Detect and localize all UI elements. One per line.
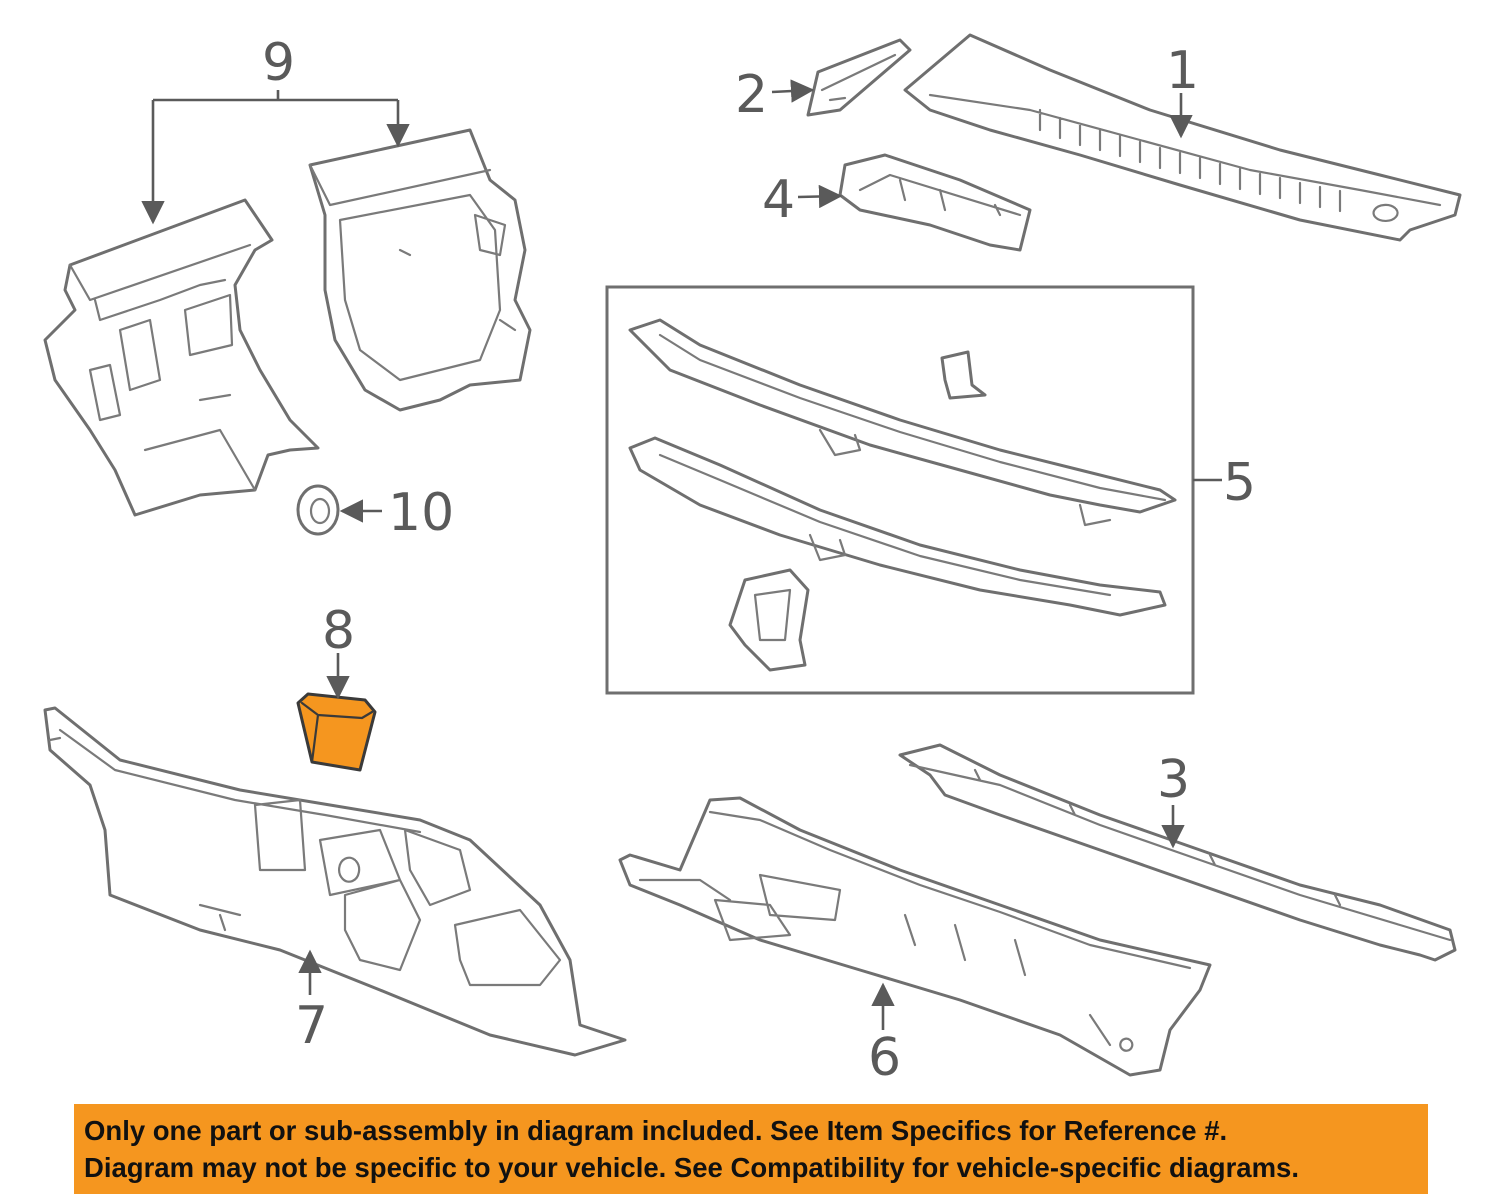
part-5-upper-bar (628, 318, 1177, 527)
part-2-bracket (806, 38, 912, 117)
part-10-grommet (296, 484, 340, 536)
callout-3: 3 (1157, 750, 1190, 810)
disclaimer-banner: Only one part or sub-assembly in diagram… (74, 1104, 1428, 1194)
leader-lines (141, 79, 1222, 1030)
part-5-small-bracket (940, 350, 987, 400)
part-8-highlighted (296, 692, 377, 772)
part-3-seal (898, 743, 1457, 962)
callout-9: 9 (262, 33, 295, 93)
part-5-lower-bar (628, 436, 1167, 617)
part-5-group-box (605, 285, 1195, 695)
disclaimer-line-2: Diagram may not be specific to your vehi… (84, 1152, 1299, 1183)
disclaimer-line-1: Only one part or sub-assembly in diagram… (84, 1115, 1228, 1146)
part-8-body (296, 692, 377, 772)
callout-8: 8 (322, 601, 355, 661)
callout-10: 10 (388, 483, 454, 543)
part-4-bracket (838, 153, 1032, 252)
part-5-brace (728, 568, 810, 672)
part-6-plenum (618, 796, 1212, 1077)
callout-2: 2 (735, 65, 768, 125)
part-9-left-panel (43, 198, 320, 517)
callout-6: 6 (868, 1028, 901, 1088)
callout-7: 7 (295, 996, 328, 1056)
callout-1: 1 (1166, 41, 1199, 101)
part-7-dash-panel (43, 706, 627, 1057)
callout-5: 5 (1223, 453, 1256, 513)
part-9-right-panel (308, 128, 532, 412)
callout-4: 4 (762, 170, 795, 230)
